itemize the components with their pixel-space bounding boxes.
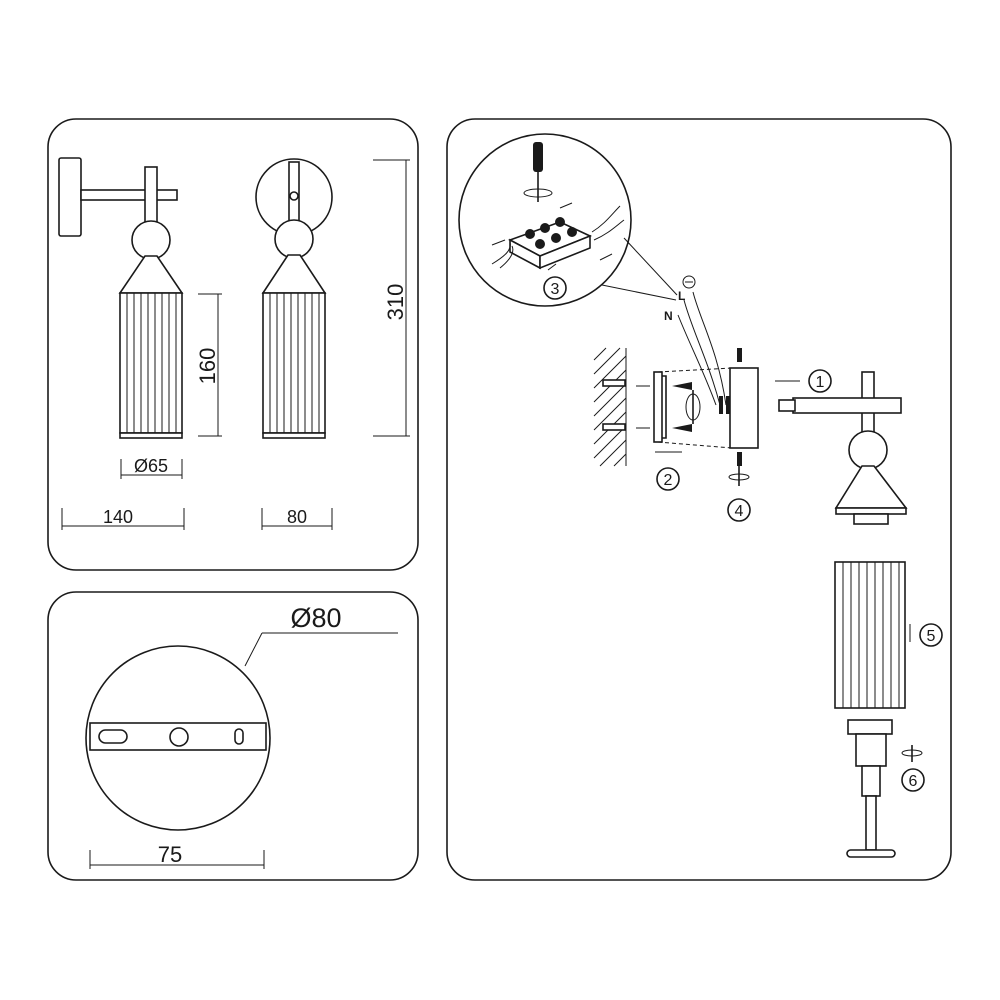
height-160-label: 160 [195, 348, 220, 385]
step-5-circle [919, 623, 943, 647]
step-5-label: 5 [927, 628, 936, 645]
step-markers: 1 2 3 4 5 6 [543, 276, 943, 792]
exploded-lamp-shade [834, 561, 911, 709]
height-310-label: 310 [383, 284, 408, 321]
mounting-plate-drawing [85, 645, 271, 831]
diameter-80-label: Ø80 [290, 603, 341, 633]
mounting-bracket-assembly [636, 348, 759, 486]
plate-75-label: 75 [158, 842, 182, 867]
supply-wires [677, 291, 727, 406]
panel-dimensions-frame [47, 118, 419, 571]
width-80-label: 80 [287, 507, 307, 527]
direction-arrow-icon [655, 380, 800, 453]
step-3-circle [543, 276, 567, 300]
step-1-label: 1 [816, 374, 825, 391]
panel-mount-plate-frame [47, 591, 419, 881]
step-4-circle [727, 498, 751, 522]
ground-symbol-icon [682, 275, 696, 289]
dimension-lines [61, 159, 410, 530]
step-4-label: 4 [735, 503, 744, 520]
wall-section [593, 347, 627, 467]
lamp-front-view [255, 158, 333, 439]
step-1-circle [808, 369, 832, 393]
lamp-side-view [58, 157, 184, 439]
exploded-lamp-arm [778, 371, 908, 525]
wire-label-live: L [678, 289, 685, 303]
wiring-detail-bubble [458, 133, 678, 307]
wire-label-neutral: N [664, 309, 673, 323]
step-3-label: 3 [551, 281, 560, 298]
step-2-circle [656, 467, 680, 491]
width-140-label: 140 [103, 507, 133, 527]
step-2-label: 2 [664, 472, 673, 489]
exploded-lamp-socket [846, 719, 923, 858]
panel-installation-frame [446, 118, 952, 881]
mounting-plate-dimensions [89, 632, 398, 869]
diameter-65-label: Ø65 [134, 456, 168, 476]
step-6-circle [901, 768, 925, 792]
terminal-block [508, 217, 593, 270]
step-6-label: 6 [909, 773, 918, 790]
